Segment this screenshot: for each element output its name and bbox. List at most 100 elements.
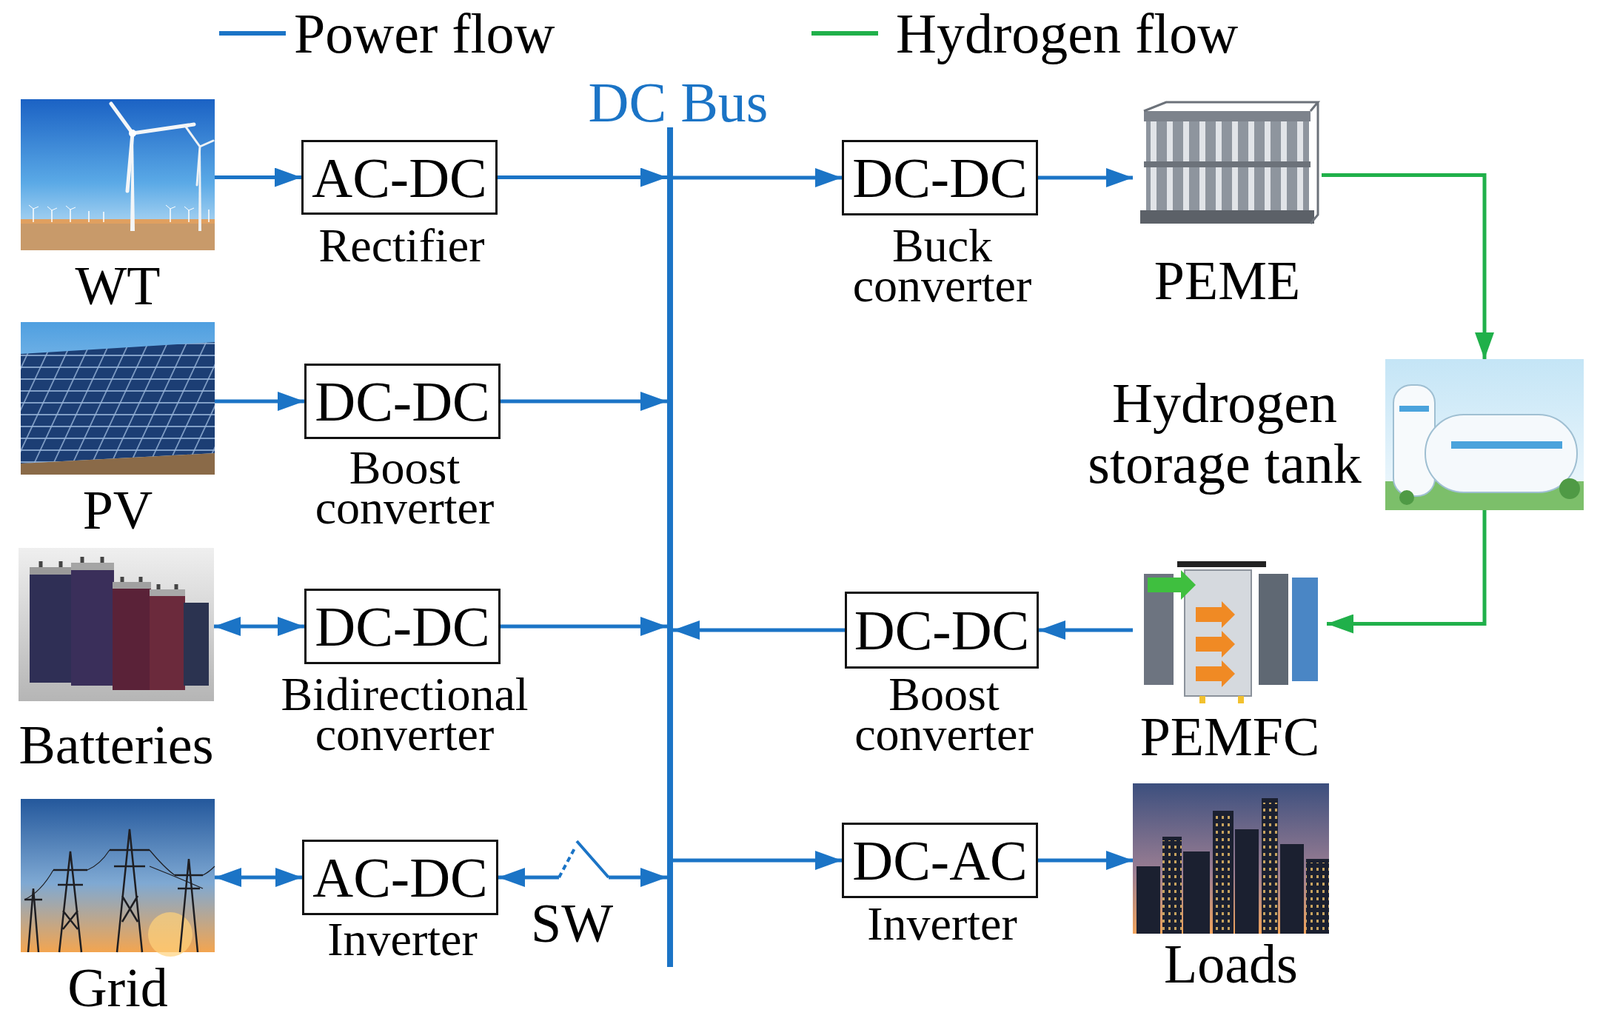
legend-text: Hydrogen flow	[895, 5, 1238, 62]
component-label: PV	[0, 482, 251, 538]
building	[1306, 858, 1330, 934]
windows	[1306, 862, 1330, 934]
building	[1234, 829, 1259, 934]
windows	[1261, 802, 1278, 934]
membrane-stack	[1184, 570, 1252, 696]
ion-arrow	[1195, 630, 1235, 658]
hydrogen-flow-line	[1326, 510, 1485, 625]
base-frame	[1140, 210, 1315, 224]
component-label: PEME	[1094, 253, 1361, 309]
building	[1162, 836, 1182, 934]
component-label: Boost converter	[803, 674, 1085, 755]
power-flow-line	[500, 399, 668, 404]
shrub	[1559, 478, 1581, 500]
power-flow-line	[214, 399, 305, 404]
sun-glow	[148, 912, 193, 957]
component-label: Hydrogen storage tank	[1069, 372, 1381, 494]
hydrogen-arrow	[1147, 570, 1196, 600]
turbine-hub	[128, 129, 137, 137]
sky	[20, 322, 215, 475]
converter-box: AC-DCInverter	[302, 839, 499, 916]
power-flow-line	[214, 175, 302, 180]
component-label: Batteries	[0, 717, 250, 773]
ion-arrow	[1195, 601, 1235, 628]
component-label: Bidirectional converter	[264, 674, 546, 755]
component-picture: Hydrogen storage tank	[1385, 359, 1584, 511]
batteries-photo	[18, 547, 214, 702]
component-picture: Grid	[20, 798, 215, 953]
converter-box: DC-DCBoost converter	[304, 363, 501, 440]
backdrop	[1132, 99, 1322, 235]
battery-cell	[71, 567, 115, 686]
sky	[1385, 359, 1584, 511]
horizon	[20, 219, 215, 224]
converter-type: DC-DC	[852, 148, 1027, 208]
converter-type: AC-DC	[312, 847, 488, 907]
terminal	[1199, 695, 1206, 704]
converter-box: DC-ACInverter	[841, 822, 1039, 899]
legend-line-sample	[219, 31, 286, 36]
hydrogen-flow-line	[1321, 174, 1485, 360]
end-plate	[1258, 573, 1289, 685]
turbine-blades	[185, 125, 214, 186]
frame-outline	[1143, 102, 1318, 224]
legend-line-sample	[811, 31, 879, 36]
power-flow-line	[1038, 628, 1133, 633]
converter-type: DC-DC	[314, 596, 490, 656]
battery-cell	[149, 593, 186, 691]
power-flow-line	[213, 624, 305, 629]
building	[1183, 851, 1210, 934]
tank-band	[1399, 405, 1429, 412]
solar-panels	[20, 342, 215, 464]
switch-lever	[576, 841, 609, 878]
horizontal-tank	[1425, 414, 1578, 493]
power-flow-line	[498, 875, 668, 880]
converter-type: DC-DC	[314, 371, 490, 431]
distant-blades	[28, 205, 194, 211]
city-photo	[1132, 783, 1330, 934]
converter-type: DC-AC	[852, 830, 1027, 890]
component-label: Loads	[1098, 936, 1365, 992]
battery-lid	[112, 581, 152, 589]
component-label: Inverter	[262, 919, 544, 960]
top-rail	[1143, 111, 1311, 122]
power-lines	[24, 849, 215, 900]
switch-label: SW	[527, 895, 617, 951]
building	[1261, 798, 1278, 934]
component-label: WT	[0, 258, 251, 314]
battery-terminals	[40, 556, 177, 590]
power-grid-photo	[20, 798, 215, 957]
battery-cell	[183, 602, 209, 686]
power-flow-line	[673, 176, 842, 180]
component-label: PEMFC	[1096, 709, 1364, 765]
shrub	[1399, 490, 1415, 505]
legend-text: Power flow	[293, 5, 556, 62]
component-label: Grid	[0, 960, 251, 1016]
building	[1136, 866, 1161, 934]
lit-windows	[1162, 802, 1330, 934]
power-flow-line	[1038, 176, 1133, 180]
hydrogen-tank-photo	[1385, 359, 1584, 511]
converter-type: AC-DC	[311, 148, 487, 208]
power-flow-line	[497, 175, 668, 180]
converter-box: DC-DCBidirectional converter	[304, 588, 501, 665]
component-label: DC Bus	[567, 74, 790, 131]
windows	[1162, 840, 1182, 934]
ground	[20, 453, 215, 475]
converter-type: DC-DC	[854, 600, 1030, 660]
power-flow-line	[500, 624, 668, 629]
battery-cell	[112, 586, 152, 691]
battery-cell	[29, 571, 73, 683]
solar-panel-photo	[20, 322, 215, 475]
component-label: Rectifier	[261, 225, 543, 266]
power-flow-line	[1038, 858, 1133, 863]
side-panel	[1291, 577, 1318, 682]
component-label: Inverter	[801, 904, 1084, 945]
fuel-cell-photo	[1132, 556, 1327, 710]
converter-box: DC-DCBuck converter	[841, 139, 1039, 216]
converter-box: AC-DCRectifier	[301, 139, 498, 215]
sky	[20, 99, 215, 251]
ion-arrow	[1195, 660, 1235, 688]
